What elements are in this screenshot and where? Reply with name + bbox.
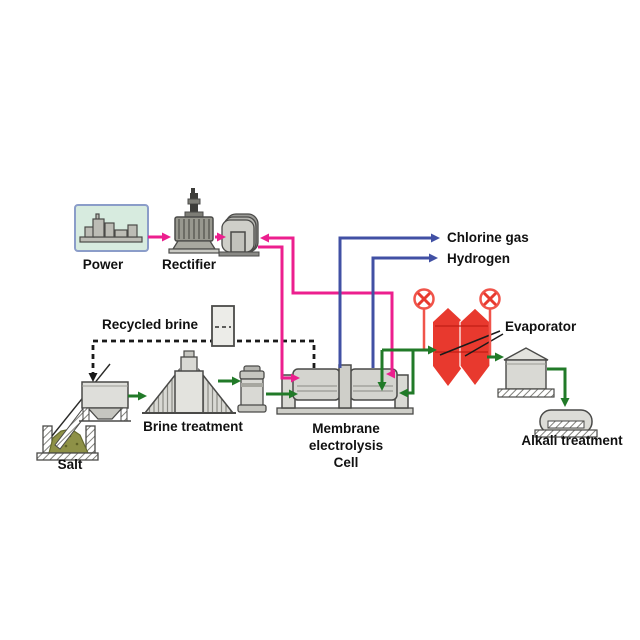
power-station-box bbox=[74, 204, 149, 252]
process-lines bbox=[128, 348, 567, 398]
power-line-arrows bbox=[162, 232, 395, 383]
salt-label: Salt bbox=[58, 457, 83, 472]
power-line-return bbox=[268, 236, 394, 374]
rectifier-label: Rectifier bbox=[162, 257, 217, 272]
power-plant-icon bbox=[79, 213, 143, 243]
membrane-cell-label-line1: Membrane bbox=[312, 421, 380, 436]
membrane-cell-label-line2: electrolysis bbox=[309, 438, 383, 453]
circled-x-pump-icon-2 bbox=[479, 288, 501, 310]
evaporator-vessels bbox=[433, 307, 491, 387]
rectifier-icon bbox=[168, 188, 220, 254]
storage-silo bbox=[497, 347, 555, 398]
chlorine-gas-label: Chlorine gas bbox=[447, 230, 529, 245]
transformer-building-icon bbox=[218, 213, 260, 257]
membrane-cell bbox=[276, 364, 414, 415]
process-line-arrows bbox=[138, 345, 570, 407]
power-label: Power bbox=[83, 257, 124, 272]
pump-lines bbox=[422, 309, 492, 357]
recycled-brine-tank bbox=[211, 305, 235, 347]
brine-treatment-clarifier bbox=[142, 350, 236, 414]
brine-filter-column bbox=[237, 365, 267, 413]
recycled-brine-line bbox=[88, 339, 316, 382]
recycled-brine-label: Recycled brine bbox=[102, 317, 199, 332]
chlorine-gas-line bbox=[338, 233, 440, 368]
membrane-cell-label-line3: Cell bbox=[334, 455, 359, 470]
salt-dissolver bbox=[79, 381, 131, 422]
hydrogen-label: Hydrogen bbox=[447, 251, 510, 266]
circled-x-pump-icon-1 bbox=[413, 288, 435, 310]
alkali-treatment-tank bbox=[534, 409, 598, 438]
evaporator-label: Evaporator bbox=[505, 319, 577, 334]
hydrogen-line bbox=[371, 253, 438, 368]
brine-treatment-label: Brine treatment bbox=[143, 419, 243, 434]
alkali-treatment-label: Alkali treatment bbox=[521, 433, 623, 448]
